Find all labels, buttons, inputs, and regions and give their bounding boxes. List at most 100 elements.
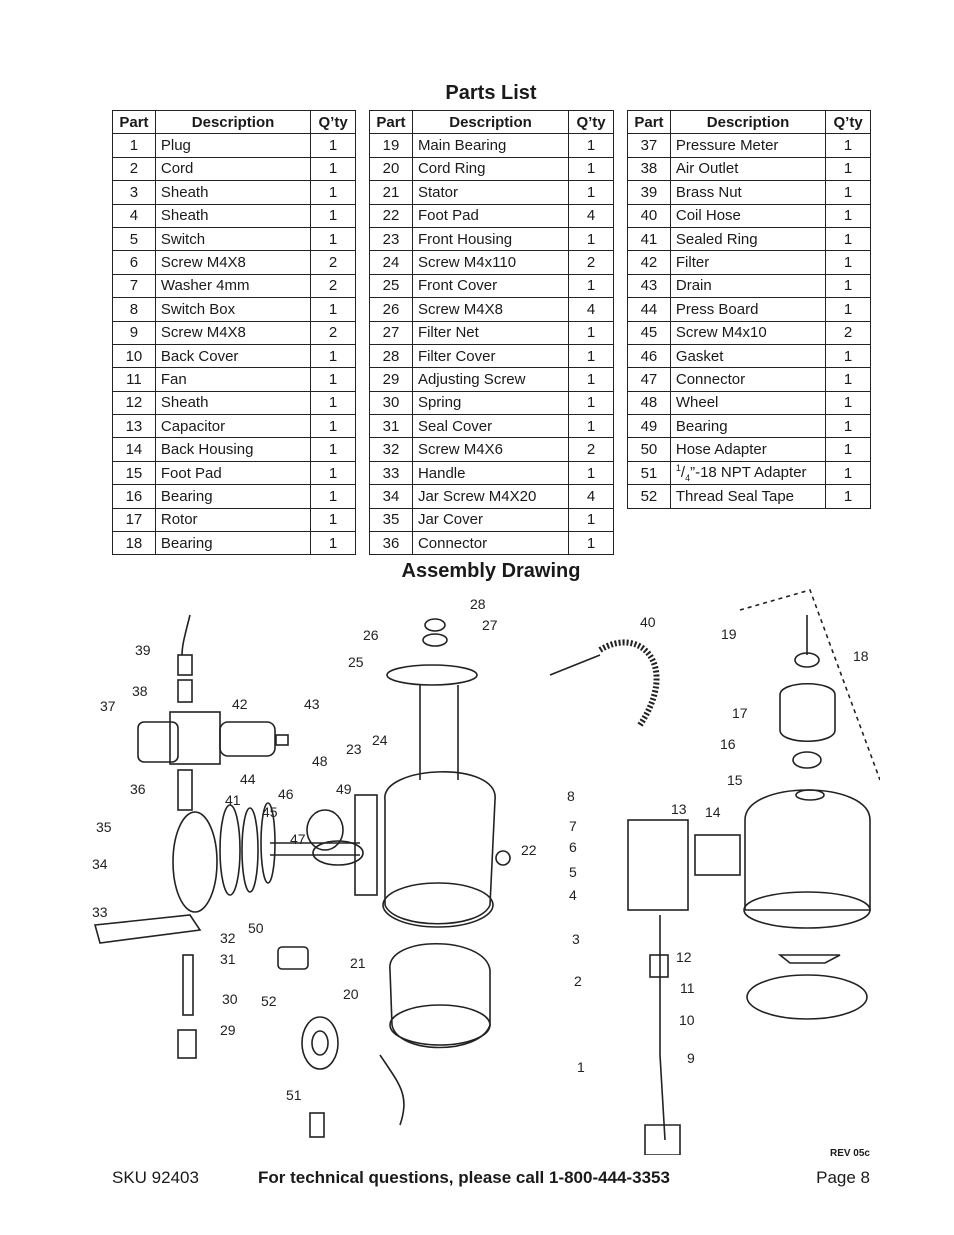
description-cell: Sheath <box>154 390 312 416</box>
quantity-cell: 1 <box>568 180 614 205</box>
description-cell: Jar Cover <box>411 507 570 533</box>
part-number-cell: 6 <box>112 250 156 275</box>
description-cell: Sheath <box>154 180 312 205</box>
part-number-cell: 36 <box>369 531 413 556</box>
callout-22: 22 <box>521 842 537 858</box>
part-number-cell: 21 <box>369 180 413 205</box>
part-number-cell: 16 <box>112 484 156 509</box>
part-number-cell: 43 <box>627 273 671 299</box>
description-cell: Jar Screw M4X20 <box>411 484 570 509</box>
quantity-cell: 1 <box>825 390 871 416</box>
quantity-cell: 1 <box>568 133 614 158</box>
part-number-cell: 29 <box>369 367 413 392</box>
callout-11: 11 <box>680 980 695 996</box>
part-number-cell: 13 <box>112 414 156 439</box>
part-number-cell: 26 <box>369 297 413 322</box>
description-cell: Press Board <box>669 297 827 322</box>
description-cell: Front Cover <box>411 273 570 299</box>
callout-46: 46 <box>278 786 294 802</box>
quantity-cell: 1 <box>568 156 614 182</box>
description-cell: Filter Net <box>411 320 570 345</box>
description-cell: Plug <box>154 133 312 158</box>
quantity-cell: 1 <box>825 180 871 205</box>
callout-47: 47 <box>290 831 306 847</box>
quantity-cell: 4 <box>568 203 614 228</box>
callout-9: 9 <box>687 1050 695 1066</box>
callout-27: 27 <box>482 617 498 633</box>
description-cell: Drain <box>669 273 827 299</box>
callout-13: 13 <box>671 801 687 817</box>
quantity-cell: 1 <box>310 367 356 392</box>
callout-40: 40 <box>640 614 656 630</box>
quantity-cell: 4 <box>568 484 614 509</box>
revision-label: REV 05c <box>829 1148 870 1159</box>
callout-36: 36 <box>130 781 146 797</box>
callout-39: 39 <box>135 642 151 658</box>
description-cell: Sealed Ring <box>669 226 827 252</box>
part-number-cell: 50 <box>627 437 671 462</box>
description-cell: Rotor <box>154 507 312 533</box>
quantity-cell: 1 <box>825 460 871 486</box>
quantity-cell: 1 <box>825 437 871 462</box>
callout-31: 31 <box>220 951 236 967</box>
description-cell: Stator <box>411 180 570 205</box>
description-cell: Adjusting Screw <box>411 367 570 392</box>
part-number-cell: 10 <box>112 343 156 369</box>
tech-support-text: For technical questions, please call 1-8… <box>258 1168 670 1187</box>
description-cell: Back Cover <box>154 343 312 369</box>
description-cell: Bearing <box>154 484 312 509</box>
col-part: Part <box>627 109 671 135</box>
callout-23: 23 <box>346 741 362 757</box>
quantity-cell: 1 <box>568 343 614 369</box>
description-cell: Cord <box>154 156 312 182</box>
callout-26: 26 <box>363 627 379 643</box>
description-cell: Filter <box>669 250 827 275</box>
description-cell: Filter Cover <box>411 343 570 369</box>
part-number-cell: 12 <box>112 390 156 416</box>
quantity-cell: 2 <box>568 250 614 275</box>
col-qty: Q’ty <box>825 109 871 135</box>
quantity-cell: 1 <box>568 414 614 439</box>
description-cell: Foot Pad <box>154 460 312 486</box>
parts-list-title: Parts List <box>445 82 537 104</box>
quantity-cell: 1 <box>825 414 871 439</box>
description-cell: Main Bearing <box>411 133 570 158</box>
part-number-cell: 8 <box>112 297 156 322</box>
col-description: Description <box>154 109 312 135</box>
quantity-cell: 1 <box>568 226 614 252</box>
description-cell: Front Housing <box>411 226 570 252</box>
callout-25: 25 <box>348 654 364 670</box>
part-number-cell: 22 <box>369 203 413 228</box>
callout-50: 50 <box>248 920 264 936</box>
part-number-cell: 25 <box>369 273 413 299</box>
part-number-cell: 20 <box>369 156 413 182</box>
callout-34: 34 <box>92 856 108 872</box>
callout-49: 49 <box>336 781 352 797</box>
quantity-cell: 1 <box>825 226 871 252</box>
callout-8: 8 <box>567 788 575 804</box>
quantity-cell: 4 <box>568 297 614 322</box>
part-number-cell: 31 <box>369 414 413 439</box>
